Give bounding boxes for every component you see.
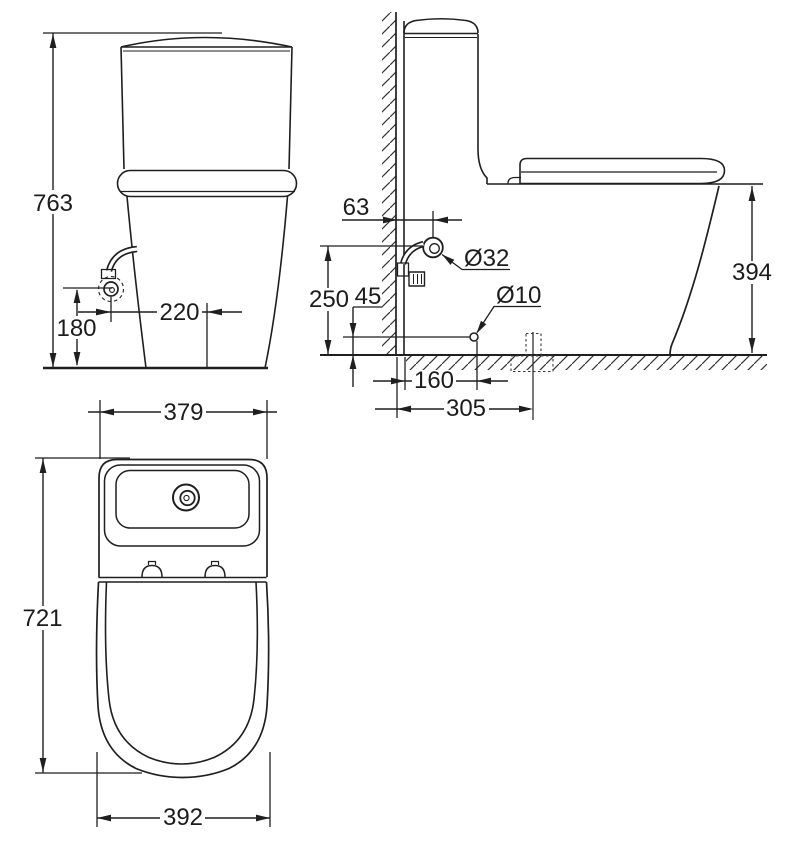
dimension-rim-height: 394: [730, 186, 774, 353]
bowl-front-curve: [669, 185, 720, 356]
dim-label-d32: Ø32: [464, 245, 509, 272]
seat-hinge-right: [204, 564, 226, 578]
bowl-outline-top: [95, 581, 270, 779]
tank-lid-outline: [103, 464, 261, 547]
dim-label-305: 305: [446, 395, 486, 422]
tank-left-edge: [120, 46, 125, 170]
tank-lid-recess: [115, 469, 250, 529]
seat-opening-outline: [104, 581, 259, 765]
flush-button-outer: [172, 483, 200, 512]
valve-circle: [103, 281, 119, 297]
tank-outline-top: [98, 458, 268, 577]
dimension-supply-offset: 220: [78, 297, 242, 367]
dim-label-180: 180: [56, 315, 96, 342]
dim-label-379: 379: [163, 399, 203, 426]
leader-supply-diameter: Ø32: [441, 245, 510, 272]
side-view: 63 Ø32 Ø10 250 45: [307, 12, 774, 422]
dim-label-d10: Ø10: [496, 282, 541, 309]
hose-fitting: [100, 268, 117, 280]
hose-elbow: [396, 262, 410, 277]
outlet-hidden-lower: [510, 355, 554, 373]
supply-inlet-circle: [422, 236, 444, 259]
dim-label-763: 763: [33, 190, 73, 217]
dimension-tank-width: 379: [88, 399, 277, 459]
wall-and-floor: [320, 12, 767, 370]
tank-right-edge: [288, 46, 293, 170]
dim-label-63: 63: [343, 194, 370, 221]
dim-label-392: 392: [163, 804, 203, 831]
dim-label-250: 250: [309, 286, 349, 313]
dim-label-394: 394: [732, 259, 772, 286]
dimension-supply-center-height: 250: [307, 245, 423, 355]
dim-label-721: 721: [22, 605, 62, 632]
fixing-hole: [469, 332, 479, 342]
dimension-outlet-wall-distance: 305: [375, 357, 533, 422]
body-left-curve: [126, 196, 147, 369]
seat-hinge-left: [141, 564, 163, 578]
dimension-supply-wall-offset: 63: [342, 194, 462, 224]
tank-profile-top: [403, 17, 479, 34]
seat-profile: [519, 157, 726, 185]
front-view: 763 180 220 379: [33, 32, 298, 459]
top-toilet-outline: [95, 458, 270, 779]
dim-label-160: 160: [414, 367, 454, 394]
top-view: 721 392: [21, 457, 271, 831]
dimension-overall-height: 763: [33, 32, 222, 368]
side-toilet-outline: [343, 17, 763, 420]
dimension-fixing-wall-distance: 160: [373, 341, 508, 394]
floor-hatching: [406, 356, 767, 370]
seat-slab: [116, 169, 298, 198]
leader-fixing-diameter: Ø10: [476, 282, 541, 334]
wall-hatching: [382, 12, 396, 355]
dim-label-45: 45: [355, 283, 382, 310]
front-toilet-outline: [43, 36, 298, 370]
supply-valve: [408, 271, 426, 287]
dimension-overall-depth: 721: [21, 457, 142, 774]
tank-top-dome: [120, 36, 293, 48]
dimension-fixing-height: 45: [349, 283, 382, 387]
body-right-curve: [264, 196, 289, 369]
dimension-supply-height: 180: [56, 287, 112, 366]
tank-profile-front: [477, 34, 488, 184]
dim-label-220: 220: [159, 299, 199, 326]
dimension-bowl-width: 392: [96, 752, 271, 831]
flush-button-inner: [179, 489, 196, 507]
